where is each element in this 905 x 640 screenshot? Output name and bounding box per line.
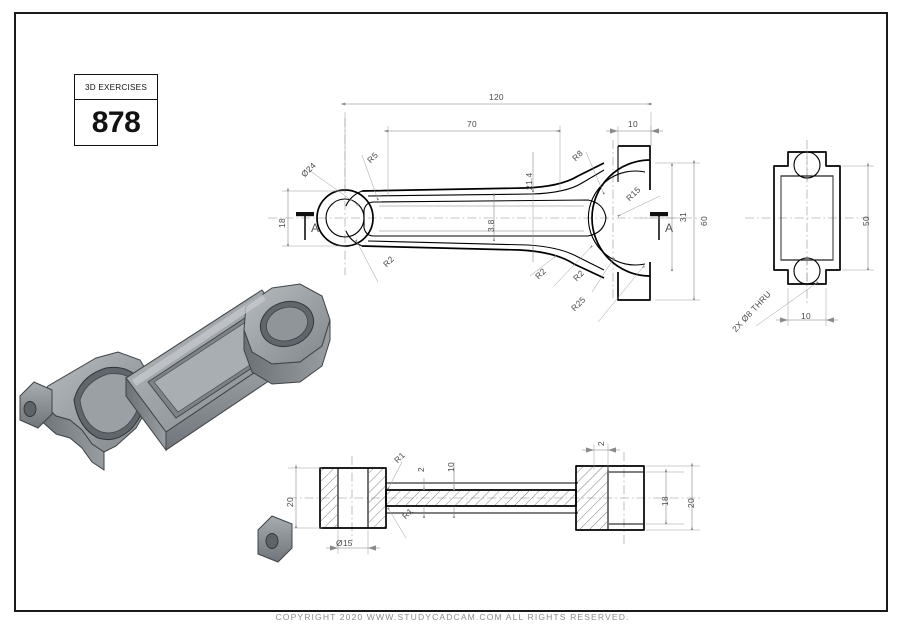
dim-small-end-height: 18: [277, 218, 287, 228]
section-marker-a-right: [650, 212, 668, 240]
title-block-header: 3D EXERCISES: [75, 75, 157, 100]
dim-pocket-width: 3.8: [486, 219, 496, 232]
sheet-border: [14, 12, 888, 612]
section-label-a-right: A: [665, 221, 674, 235]
dim-big-end-inner: 18: [660, 496, 670, 506]
dim-big-end-height: 60: [699, 216, 709, 226]
section-marker-a-left: [296, 212, 314, 240]
dim-web-length: 70: [467, 119, 477, 129]
right-side-view-geometry: [745, 140, 874, 327]
dim-big-end-width: 20: [686, 498, 696, 508]
dim-pocket-height: 21.4: [524, 172, 534, 190]
isometric-model: [19, 283, 331, 563]
section-view-geometry: [288, 444, 700, 554]
dim-web-height: 10: [446, 462, 456, 472]
dim-overall-length: 120: [489, 92, 504, 102]
dim-boss-width: 10: [628, 119, 638, 129]
dim-small-end-width: 20: [285, 497, 295, 507]
dim-small-bore: Ø15: [336, 538, 353, 548]
exercise-number: 878: [91, 106, 141, 139]
dim-boss-step: 2: [596, 441, 606, 446]
dim-bolt-offset: 10: [801, 311, 811, 321]
dim-side-height: 50: [861, 216, 871, 226]
dim-big-end-half-height: 31: [678, 212, 688, 222]
dim-web-thk: 2: [416, 467, 426, 472]
title-block: 3D EXERCISES 878: [74, 74, 158, 146]
front-view-geometry: [268, 102, 700, 323]
title-block-number-cell: 878: [75, 100, 157, 146]
copyright-footer: COPYRIGHT 2020 WWW.STUDYCADCAM.COM ALL R…: [275, 612, 630, 622]
section-label-a-left: A: [311, 221, 320, 235]
title-block-label: 3D EXERCISES: [84, 82, 147, 92]
